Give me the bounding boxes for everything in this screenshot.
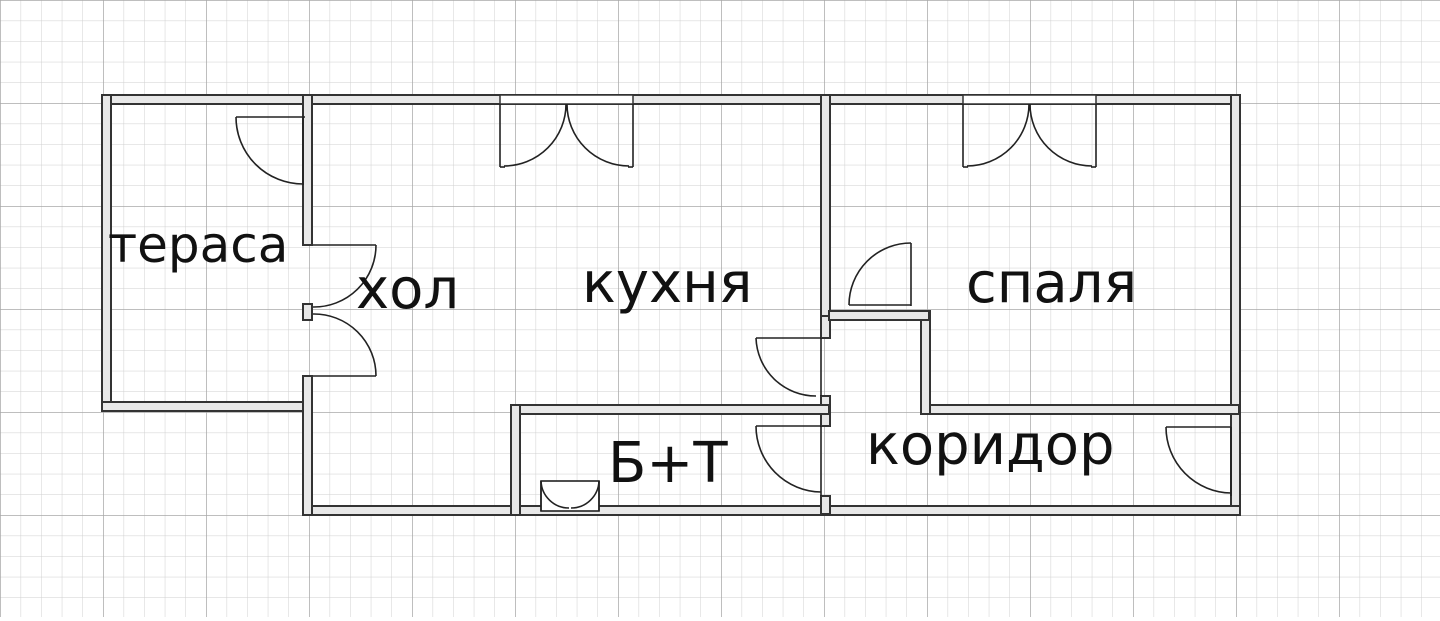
room-label-hall: хол bbox=[356, 257, 460, 322]
kitchen-window-sashes bbox=[499, 103, 634, 168]
bathroom-small-window bbox=[540, 480, 600, 512]
outer-wall-right bbox=[1230, 94, 1241, 516]
bedroom-window bbox=[962, 94, 1097, 105]
bathroom-wall-top bbox=[510, 404, 830, 415]
room-label-bedroom: спаля bbox=[966, 251, 1138, 316]
outer-wall-left-lower bbox=[302, 375, 313, 516]
kitchen-window bbox=[499, 94, 634, 105]
hall-door-double bbox=[312, 244, 377, 377]
room-label-bathroom: Б+Т bbox=[608, 431, 728, 496]
kitchen-door bbox=[755, 337, 822, 397]
bedroom-window-sashes bbox=[962, 103, 1097, 168]
doors bbox=[235, 103, 1232, 512]
outer-wall-left-middle bbox=[302, 303, 313, 321]
room-label-corridor: коридор bbox=[866, 413, 1115, 478]
bedroom-door bbox=[848, 242, 912, 306]
room-label-kitchen: кухня bbox=[582, 251, 753, 316]
terrace-wall-bottom bbox=[101, 401, 308, 412]
corridor-wall-step-vertical bbox=[920, 310, 931, 415]
bathroom-wall-left bbox=[510, 404, 521, 516]
outer-wall-top bbox=[304, 94, 1241, 105]
room-label-terrace: тераса bbox=[108, 216, 289, 274]
walls bbox=[101, 94, 1241, 516]
wall-kitchen-bedroom-lower bbox=[820, 315, 831, 339]
bathroom-door bbox=[755, 425, 822, 496]
entrance-door bbox=[1165, 426, 1232, 496]
terrace-door-upper bbox=[235, 116, 305, 185]
wall-bath-corridor bbox=[820, 495, 831, 515]
corridor-wall-step-horizontal bbox=[828, 310, 930, 321]
terrace-wall-top bbox=[101, 94, 308, 105]
wall-kitchen-bedroom-upper bbox=[820, 94, 831, 318]
outer-wall-bottom bbox=[304, 505, 1241, 516]
